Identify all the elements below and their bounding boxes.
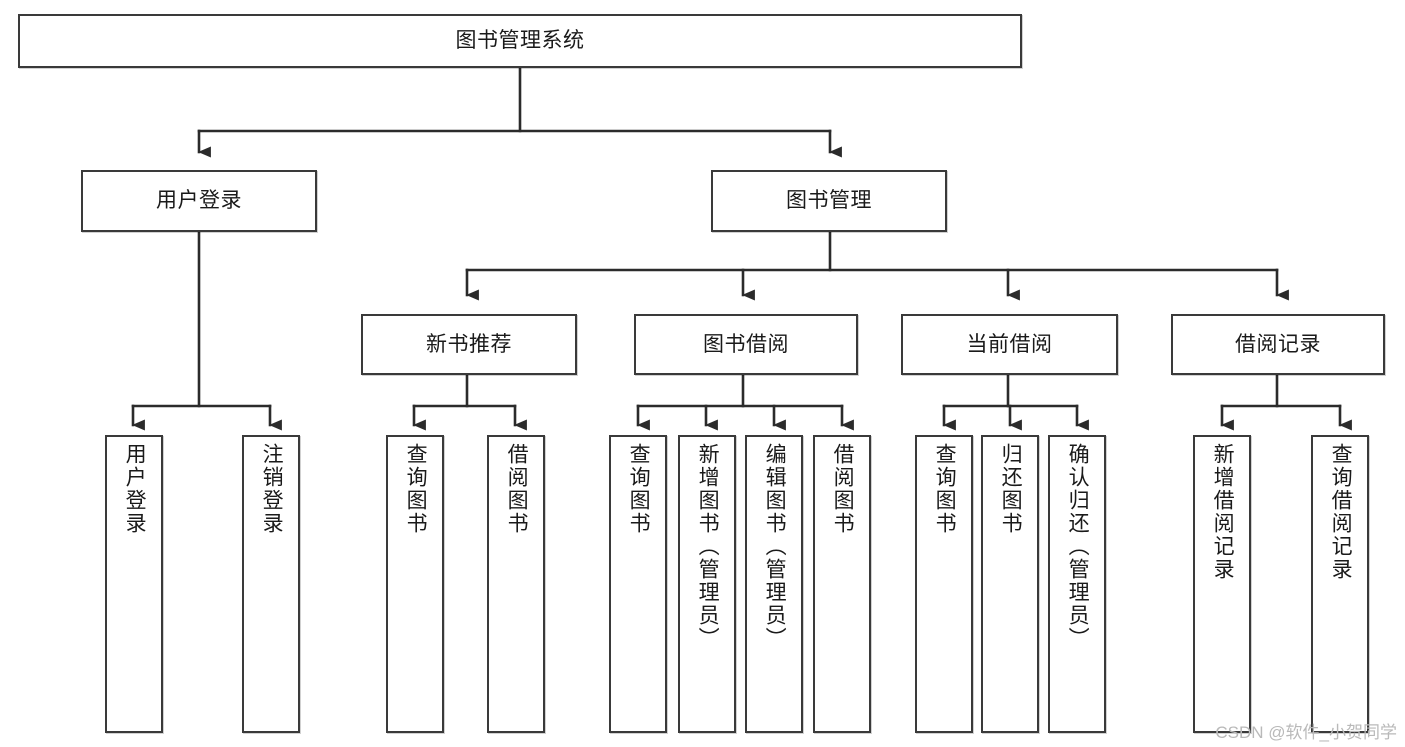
leaf-logout-login-label: 注销登录 xyxy=(260,443,284,535)
node-borrow-record[interactable]: 借阅记录 xyxy=(1171,314,1385,375)
leaf-query-book-2-label: 查询图书 xyxy=(627,443,651,535)
leaf-return-book-label: 归还图书 xyxy=(999,443,1023,535)
node-book-borrow[interactable]: 图书借阅 xyxy=(634,314,858,375)
leaf-edit-book-admin[interactable]: 编辑图书（管理员） xyxy=(745,435,803,733)
leaf-query-book-2[interactable]: 查询图书 xyxy=(609,435,667,733)
node-book-management[interactable]: 图书管理 xyxy=(711,170,947,232)
leaf-query-book-1[interactable]: 查询图书 xyxy=(386,435,444,733)
leaf-query-book-3-label: 查询图书 xyxy=(933,443,957,535)
leaf-add-book-admin-label: 新增图书（管理员） xyxy=(696,443,720,650)
leaf-borrow-book-2[interactable]: 借阅图书 xyxy=(813,435,871,733)
node-book-borrow-label: 图书借阅 xyxy=(703,332,789,356)
leaf-logout-login[interactable]: 注销登录 xyxy=(242,435,300,733)
leaf-user-login[interactable]: 用户登录 xyxy=(105,435,163,733)
node-user-login[interactable]: 用户登录 xyxy=(81,170,317,232)
node-book-management-label: 图书管理 xyxy=(786,189,872,213)
node-new-book-recommend[interactable]: 新书推荐 xyxy=(361,314,577,375)
leaf-query-borrow-record-label: 查询借阅记录 xyxy=(1329,443,1353,581)
leaf-query-book-1-label: 查询图书 xyxy=(404,443,428,535)
leaf-confirm-return-admin[interactable]: 确认归还（管理员） xyxy=(1048,435,1106,733)
leaf-return-book[interactable]: 归还图书 xyxy=(981,435,1039,733)
node-new-book-recommend-label: 新书推荐 xyxy=(426,332,512,356)
leaf-query-book-3[interactable]: 查询图书 xyxy=(915,435,973,733)
node-current-borrow-label: 当前借阅 xyxy=(966,332,1053,356)
leaf-borrow-book-1-label: 借阅图书 xyxy=(505,443,529,535)
node-root-label: 图书管理系统 xyxy=(455,29,585,53)
leaf-edit-book-admin-label: 编辑图书（管理员） xyxy=(763,443,787,650)
node-root[interactable]: 图书管理系统 xyxy=(18,14,1022,68)
leaf-borrow-book-2-label: 借阅图书 xyxy=(831,443,855,535)
node-borrow-record-label: 借阅记录 xyxy=(1235,332,1321,356)
leaf-query-borrow-record[interactable]: 查询借阅记录 xyxy=(1311,435,1369,733)
leaf-confirm-return-admin-label: 确认归还（管理员） xyxy=(1066,443,1090,650)
leaf-add-book-admin[interactable]: 新增图书（管理员） xyxy=(678,435,736,733)
csdn-watermark: CSDN @软件_小贺同学 xyxy=(1215,723,1397,742)
leaf-borrow-book-1[interactable]: 借阅图书 xyxy=(487,435,545,733)
leaf-add-borrow-record[interactable]: 新增借阅记录 xyxy=(1193,435,1251,733)
leaf-add-borrow-record-label: 新增借阅记录 xyxy=(1211,443,1235,581)
leaf-user-login-label: 用户登录 xyxy=(123,443,147,535)
node-current-borrow[interactable]: 当前借阅 xyxy=(901,314,1118,375)
node-user-login-label: 用户登录 xyxy=(156,189,242,213)
